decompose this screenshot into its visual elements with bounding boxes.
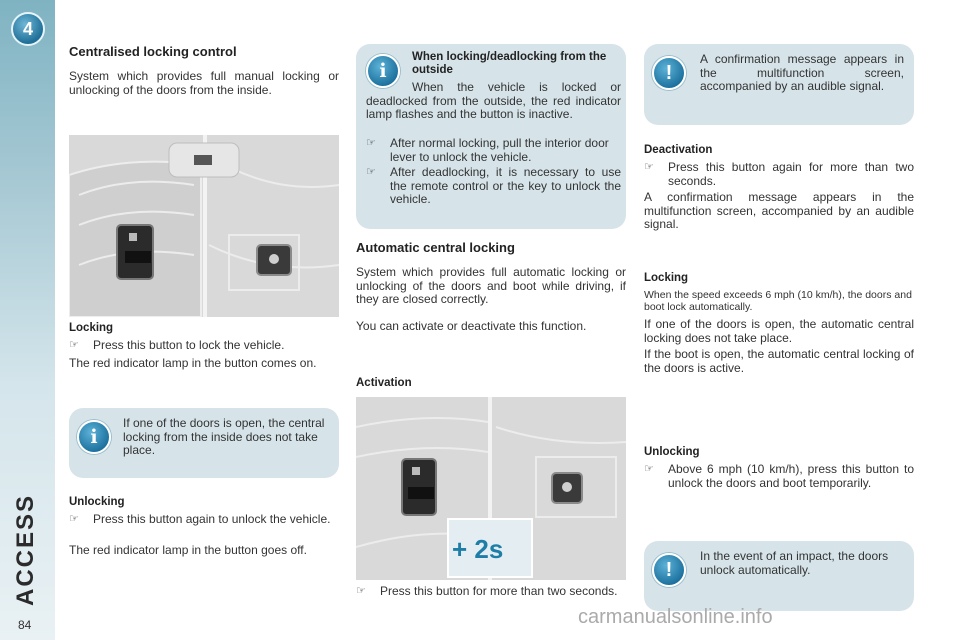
- locking-text-1: If one of the doors is open, the automat…: [644, 317, 914, 345]
- info-box-bullet-2: ☞After deadlocking, it is necessary to u…: [366, 165, 621, 206]
- unlocking-heading-right: Unlocking: [644, 446, 700, 458]
- hand-icon: ☞: [69, 513, 79, 525]
- activation-heading: Activation: [356, 377, 412, 389]
- section-label: ACCESS: [12, 493, 39, 607]
- warning-box-1: ! A confirmation message appears in the …: [644, 44, 914, 125]
- info-box-middle: i When locking/deadlocking from the outs…: [356, 44, 626, 229]
- dashboard-illustration: [69, 135, 339, 317]
- locking-text-2: If the boot is open, the automatic centr…: [644, 347, 914, 375]
- deactivation-heading: Deactivation: [644, 144, 713, 156]
- info-box-text: When the vehicle is locked or deadlocked…: [366, 80, 621, 121]
- info-box-title: When locking/deadlocking from the outsid…: [412, 51, 607, 76]
- warning-box-1-text: A confirmation message appears in the mu…: [700, 52, 904, 93]
- info-box-left: i If one of the doors is open, the centr…: [69, 408, 339, 478]
- locking-heading: Locking: [69, 322, 114, 334]
- hand-icon: ☞: [366, 137, 376, 149]
- activation-bullet: ☞Press this button for more than two sec…: [356, 584, 618, 598]
- hand-icon: ☞: [644, 463, 654, 475]
- watermark: carmanualsonline.info: [578, 606, 773, 628]
- chapter-badge: 4: [11, 12, 45, 46]
- chapter-sidebar: 4 ACCESS 84: [0, 0, 55, 640]
- info-box-bullet-1: ☞After normal locking, pull the interior…: [366, 136, 609, 164]
- locking-heading-right: Locking: [644, 272, 689, 284]
- deactivation-text: A confirmation message appears in the mu…: [644, 190, 914, 231]
- warning-icon: !: [652, 553, 686, 587]
- hand-icon: ☞: [69, 339, 79, 351]
- warning-icon: !: [652, 56, 686, 90]
- locking-text: The red indicator lamp in the button com…: [69, 356, 317, 370]
- section-title: Centralised locking control: [69, 44, 237, 59]
- intro-text: System which provides full manual lockin…: [69, 69, 339, 97]
- unlocking-heading: Unlocking: [69, 496, 125, 508]
- auto-locking-text-1: System which provides full automatic loc…: [356, 265, 626, 306]
- button-photo: + 2s: [356, 397, 626, 580]
- hand-icon: ☞: [644, 161, 654, 173]
- auto-locking-title: Automatic central locking: [356, 240, 515, 255]
- dashboard-photo: [69, 135, 339, 317]
- hand-icon: ☞: [366, 166, 376, 178]
- info-icon: i: [366, 54, 400, 88]
- locking-small-text: When the speed exceeds 6 mph (10 km/h), …: [644, 289, 912, 313]
- auto-locking-text-2: You can activate or deactivate this func…: [356, 319, 587, 333]
- info-box-text: If one of the doors is open, the central…: [123, 416, 325, 457]
- page-number: 84: [18, 618, 32, 632]
- hand-icon: ☞: [356, 585, 366, 597]
- locking-bullet: ☞Press this button to lock the vehicle.: [69, 338, 285, 352]
- unlocking-bullet-right: ☞Above 6 mph (10 km/h), press this butto…: [644, 462, 914, 490]
- warning-box-2: ! In the event of an impact, the doors u…: [644, 541, 914, 611]
- button-illustration: [356, 397, 626, 580]
- info-icon: i: [77, 420, 111, 454]
- two-seconds-badge: + 2s: [452, 534, 504, 564]
- warning-box-2-text: In the event of an impact, the doors unl…: [700, 549, 889, 577]
- unlocking-bullet: ☞Press this button again to unlock the v…: [69, 512, 331, 526]
- deactivation-bullet: ☞Press this button again for more than t…: [644, 160, 914, 188]
- unlocking-text: The red indicator lamp in the button goe…: [69, 543, 307, 557]
